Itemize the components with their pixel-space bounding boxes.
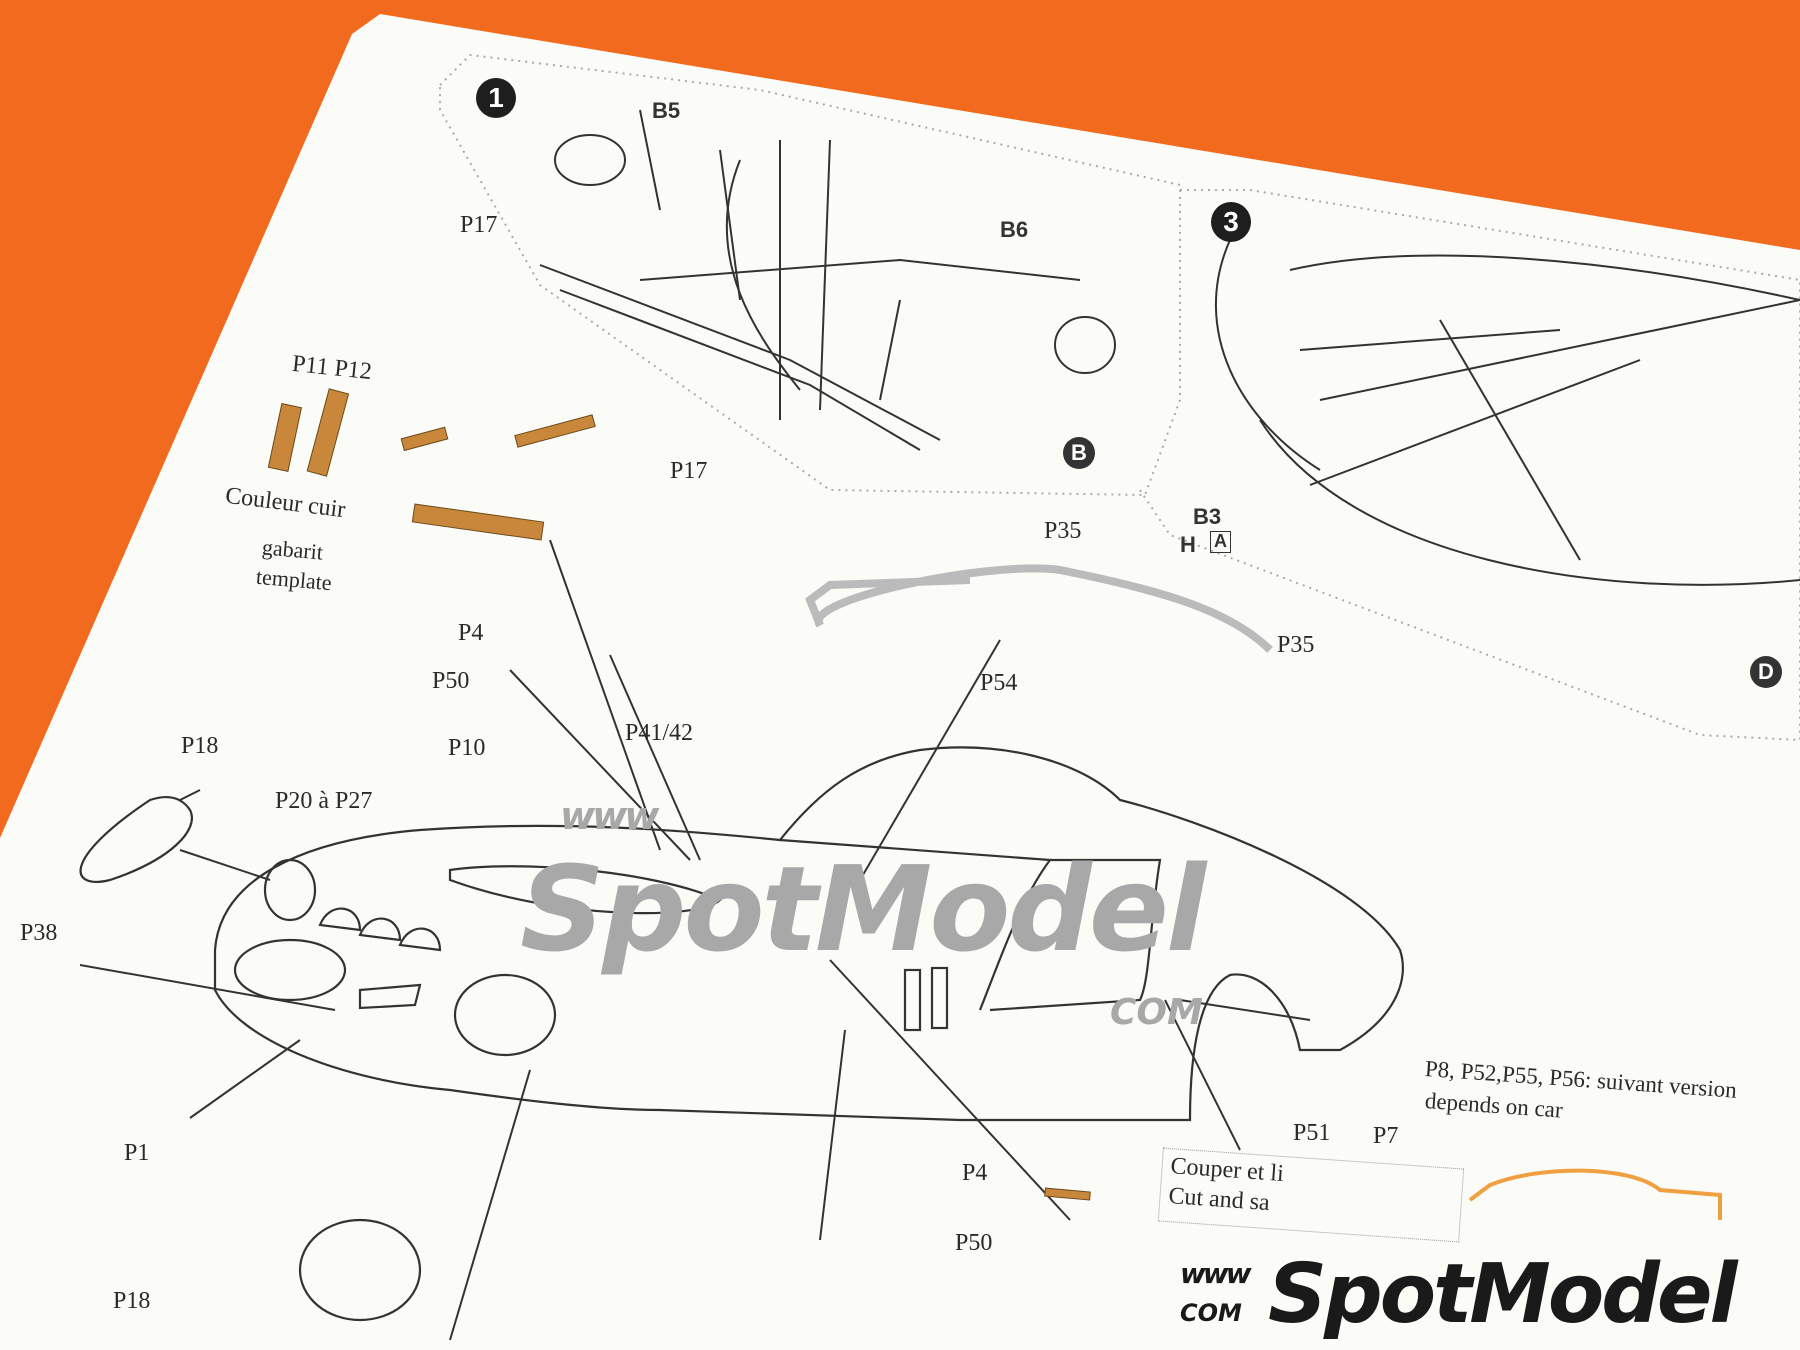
label-b3: B3	[1193, 504, 1222, 529]
watermark-www: www	[560, 794, 659, 838]
label-p17-bottom: P17	[670, 458, 708, 484]
step-3-badge: 3	[1211, 202, 1251, 242]
logo-com: COM	[1180, 1299, 1242, 1327]
step3-dotted-frame	[1139, 189, 1800, 742]
arrows	[79, 539, 1311, 1341]
step-1-badge: 1	[476, 78, 516, 118]
label-p41-42: P41/42	[625, 720, 694, 746]
label-p50-bottom: P50	[955, 1230, 993, 1256]
headlight	[453, 973, 557, 1057]
watermark-car-outline	[805, 564, 1273, 653]
label-p54: P54	[980, 670, 1018, 696]
label-p51: P51	[1293, 1120, 1331, 1146]
logo-car-outline	[1468, 1168, 1722, 1220]
label-p38: P38	[20, 920, 58, 946]
subassembly-d-badge: D	[1750, 656, 1782, 688]
label-a-box: A	[1210, 531, 1231, 553]
logo-www: www	[1180, 1257, 1252, 1290]
cut-note-line2: Cut and sa	[1167, 1183, 1271, 1217]
label-p4-top: P4	[458, 620, 484, 646]
label-p50-top: P50	[432, 668, 470, 694]
label-p4-bottom: P4	[962, 1160, 988, 1186]
label-p18-bottom: P18	[113, 1288, 151, 1314]
watermark-com: COM	[1110, 992, 1203, 1033]
label-p20-a-p27: P20 à P27	[275, 788, 373, 814]
label-p35-a: P35	[1044, 518, 1082, 544]
car-body-outline	[79, 746, 1404, 1322]
label-p7: P7	[1373, 1123, 1399, 1149]
chassis-drawing	[539, 109, 1800, 586]
label-p10: P10	[448, 735, 486, 761]
label-gabarit: gabarit	[261, 534, 325, 565]
label-b5: B5	[652, 98, 681, 123]
grille	[233, 938, 347, 1002]
watermark-brand: SpotModel	[520, 840, 1206, 978]
label-p17-top: P17	[460, 212, 498, 238]
subassembly-b-badge: B	[1063, 437, 1095, 469]
paper-sheet	[0, 14, 1800, 1350]
leather-straps	[267, 388, 1091, 1201]
label-h: H	[1180, 532, 1196, 557]
label-p35-b: P35	[1277, 632, 1315, 658]
label-b6: B6	[1000, 217, 1029, 242]
logo-brand: SpotModel	[1268, 1247, 1738, 1342]
label-p18-top: P18	[181, 733, 219, 759]
label-p1: P1	[124, 1140, 150, 1166]
cut-note-line1: Couper et li	[1169, 1153, 1285, 1188]
